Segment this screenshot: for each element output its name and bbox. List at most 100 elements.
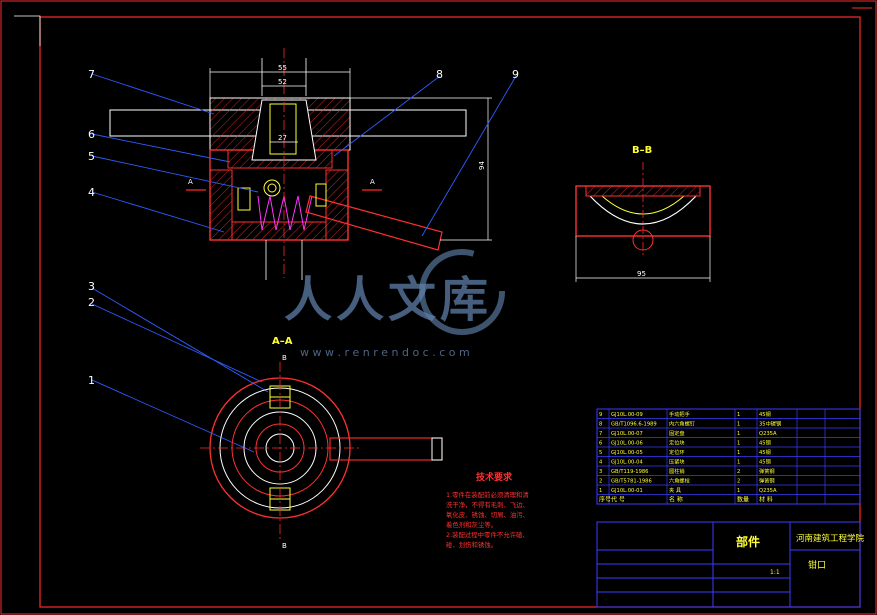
bom-cell: 45钢 (759, 458, 771, 466)
dim-bb-width: 95 (637, 270, 646, 278)
bolt-head-inner (267, 183, 277, 193)
leader-9 (421, 75, 517, 237)
bom-cell: 8 (599, 422, 602, 428)
cut-label-a-left: A (188, 178, 193, 186)
bom-cell: 35中碳钢 (759, 420, 781, 428)
bom-cell: GJ10L.00-06 (611, 441, 643, 447)
bom-cell: 2 (599, 479, 602, 485)
part-number-4: 4 (88, 186, 95, 199)
leader-8 (333, 75, 441, 157)
bom-cell: 45钢 (759, 439, 771, 447)
bom-cell: 定位环 (669, 448, 685, 456)
part-number-8: 8 (436, 68, 443, 81)
notes-line-3: 氧化皮、锈蚀、切屑、油污、 (446, 510, 529, 519)
bore-insert (269, 103, 297, 155)
notes-line-5: 2.装配过程中零件不允许磕、 (446, 530, 529, 539)
bom-cell: Q235A (759, 431, 777, 437)
bom-cell: 45钢 (759, 410, 771, 418)
bom-header-cell: 数量 (737, 496, 749, 504)
bom-cell: 手动把手 (669, 410, 690, 418)
bom-cell: 5 (599, 450, 602, 456)
bom-table: 9 GJ10L.00-09 手动把手 1 45钢 8 GB/T1096.6-1989 内六角螺… (596, 408, 861, 505)
notes-line-4: 着色剂和灰尘等。 (446, 520, 497, 529)
part-numbers: 7 6 5 4 8 9 3 2 1 (88, 68, 519, 387)
inclined-handle (305, 195, 443, 251)
inner-frame (39, 16, 861, 608)
title-block-name: 部件 (736, 534, 760, 549)
bom-cell: 3 (599, 469, 602, 475)
bom-cell: Q235A (759, 488, 777, 494)
dimension-texts: 55 52 27 94 95 (278, 64, 646, 278)
bom-cell: 1 (737, 488, 740, 494)
part-number-5: 5 (88, 150, 95, 163)
bom-cell: 弹簧钢 (759, 477, 775, 485)
bom-cell: 夹 具 (669, 486, 681, 494)
bom-cell: 2 (737, 479, 740, 485)
part-number-6: 6 (88, 128, 95, 141)
bom-cell: GB/T119-1986 (611, 469, 648, 475)
bom-cell: GJ10L.00-05 (611, 450, 643, 456)
bom-cell: 7 (599, 431, 602, 437)
part-number-3: 3 (88, 280, 95, 293)
lower-body-left-wall (209, 169, 233, 241)
notes-line-2: 洗干净，不得有毛刺、飞边、 (446, 500, 529, 509)
bom-cell: 六角螺栓 (669, 477, 691, 485)
bom-cell: 9 (599, 412, 602, 418)
title-block (596, 521, 861, 608)
dim-top-mid: 52 (278, 78, 287, 86)
side-pad-left (237, 187, 251, 211)
bom-cell: 1 (737, 422, 740, 428)
lower-body-base (231, 221, 327, 241)
bom-cell: 45钢 (759, 448, 771, 456)
notes-line-1: 1.零件在装配前必须清理和清 (446, 490, 529, 499)
title-block-school: 河南建筑工程学院 (796, 533, 865, 544)
side-pad-right (315, 183, 327, 207)
view-labels: A–A B–B (272, 145, 652, 347)
label-section-aa: A–A (272, 336, 293, 347)
technical-notes: 技术要求 1.零件在装配前必须清理和清 洗干净，不得有毛刺、飞边、 氧化皮、锈蚀… (446, 471, 529, 549)
dim-top-outer: 55 (278, 64, 287, 72)
title-block-text: 部件 河南建筑工程学院 钳口 1:1 (736, 533, 865, 576)
bom-cell: 1 (737, 412, 740, 418)
aa-handle-end (431, 437, 443, 461)
bom-cell: 固定盘 (669, 429, 685, 437)
notes-line-6: 碰、划伤和锈蚀。 (446, 540, 497, 549)
bom-cell: 内六角螺钉 (669, 420, 695, 428)
leader-lines (91, 73, 517, 453)
bolt-head (263, 179, 281, 197)
leader-3 (91, 287, 269, 393)
bom-cell: 弹簧钢 (759, 467, 775, 475)
leader-7 (91, 73, 215, 115)
bom-cell: 1 (737, 460, 740, 466)
bom-cell: GJ10L.00-09 (611, 412, 643, 418)
watermark: 人人文库 w w w . r e n r e n d o c . c o m (284, 249, 505, 359)
watermark-text: 人人文库 (284, 272, 492, 328)
section-aa-view (200, 362, 443, 540)
bom-cell: 压紧块 (669, 458, 685, 466)
label-section-bb: B–B (632, 145, 652, 156)
part-number-9: 9 (512, 68, 519, 81)
frame-corner-mark (14, 15, 41, 46)
bom-cell: 定位块 (669, 439, 685, 447)
watermark-logo (419, 249, 505, 335)
leader-4 (91, 191, 225, 233)
title-block-scale: 1:1 (770, 569, 780, 576)
bom-cell: 1 (737, 431, 740, 437)
part-number-1: 1 (88, 374, 95, 387)
bom-header-cell: 代 号 (611, 496, 625, 504)
leader-6 (91, 133, 231, 163)
part-number-2: 2 (88, 296, 95, 309)
title-block-drawing-no: 钳口 (808, 559, 826, 571)
bom-cell: GJ10L.00-01 (611, 488, 643, 494)
cut-label-a-right: A (370, 178, 375, 186)
dim-height: 94 (478, 161, 486, 170)
bom-cell: 1 (737, 450, 740, 456)
leader-5 (91, 155, 259, 193)
bom-cell: GB/T1096.6-1989 (611, 422, 657, 428)
part-number-7: 7 (88, 68, 95, 81)
bom-header-cell: 序号 (599, 496, 611, 504)
cut-label-b-bottom: B (282, 542, 287, 550)
bom-cell: 6 (599, 441, 602, 447)
